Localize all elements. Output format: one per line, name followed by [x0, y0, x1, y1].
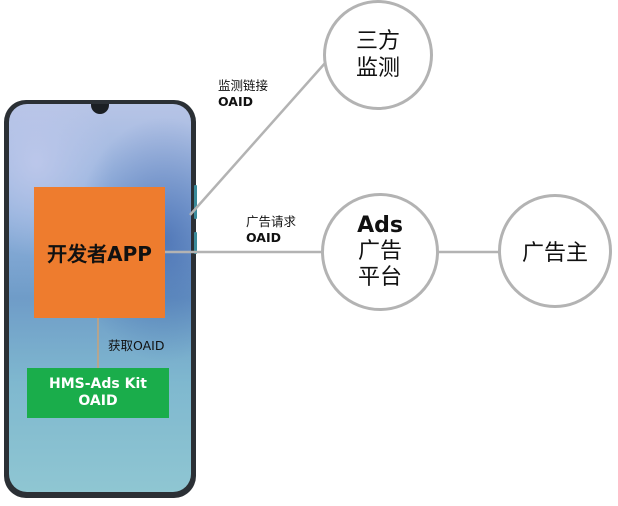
advertiser-label: 广告主	[521, 241, 588, 266]
hms-ads-kit-label: HMS-Ads Kit	[49, 376, 147, 392]
ad-request-oaid: OAID	[246, 230, 281, 245]
hms-ads-kit-oaid-label: OAID	[78, 393, 118, 409]
developer-app-box: 开发者APP	[34, 187, 165, 318]
ads-platform-label-line2: 广告	[357, 239, 402, 264]
third-party-label-line2: 监测	[355, 56, 400, 81]
connector-app-to-third-party	[189, 61, 327, 216]
advertiser-node: 广告主	[498, 194, 612, 308]
phone-volume-button	[194, 185, 197, 219]
ad-request-label: 广告请求 OAID	[246, 214, 296, 246]
third-party-monitoring-node: 三方 监测	[323, 0, 433, 110]
ads-platform-label-line1: Ads	[357, 213, 403, 238]
monitor-link-label: 监测链接 OAID	[218, 78, 268, 110]
ad-request-text: 广告请求	[246, 214, 297, 229]
ads-platform-label-line3: 平台	[357, 265, 402, 290]
monitor-link-oaid: OAID	[218, 94, 253, 109]
hms-ads-kit-box: HMS-Ads Kit OAID	[27, 368, 169, 418]
third-party-label-line1: 三方	[355, 29, 400, 54]
monitor-link-text: 监测链接	[218, 78, 269, 93]
ads-platform-node: Ads 广告 平台	[321, 193, 439, 311]
phone-notch	[91, 104, 109, 114]
get-oaid-label: 获取OAID	[108, 338, 165, 353]
developer-app-label: 开发者APP	[47, 242, 152, 266]
phone-power-button	[194, 232, 197, 254]
